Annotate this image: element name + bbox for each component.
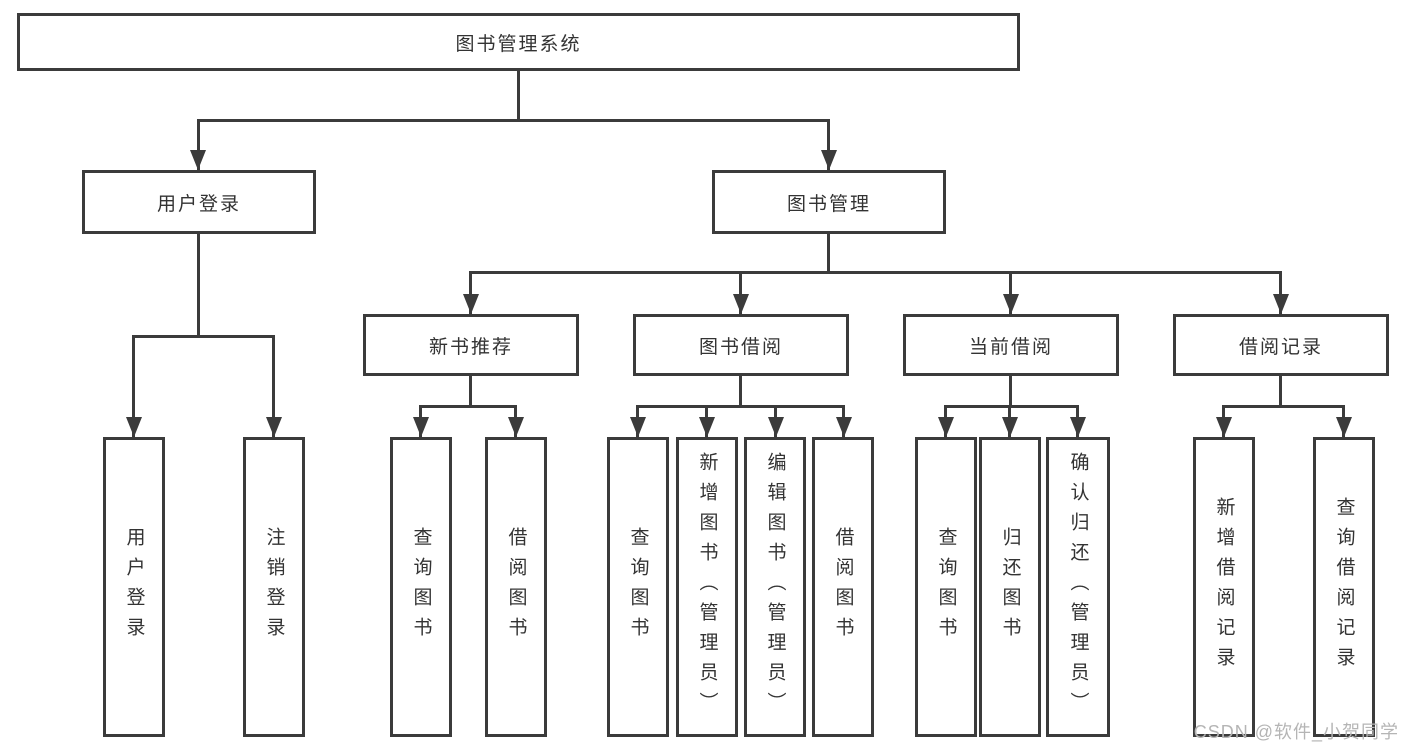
leaf-return-books: 归还图书 [979, 437, 1041, 737]
node-label: 借阅记录 [1238, 336, 1323, 358]
arrow-down-icon [190, 150, 206, 170]
connector-line [739, 376, 742, 407]
node-label: 当前借阅 [968, 336, 1053, 358]
leaf-label: 查询图书 [935, 527, 957, 647]
connector-line [517, 71, 520, 119]
node-label: 图书管理系统 [455, 33, 582, 55]
leaf-label: 编辑图书（管理员） [764, 452, 786, 722]
arrow-down-icon [266, 417, 282, 437]
watermark: CSDN @软件_小贺同学 [1193, 722, 1399, 742]
node-label: 新书推荐 [428, 336, 513, 358]
arrow-down-icon [463, 294, 479, 314]
leaf-label: 归还图书 [999, 527, 1021, 647]
leaf-label: 确认归还（管理员） [1067, 452, 1089, 722]
leaf-add-books-admin: 新增图书（管理员） [676, 437, 738, 737]
arrow-down-icon [1216, 417, 1232, 437]
arrow-down-icon [630, 417, 646, 437]
node-library-management-system: 图书管理系统 [17, 13, 1020, 71]
connector-line [739, 271, 742, 314]
connector-line [197, 119, 830, 122]
arrow-down-icon [1070, 417, 1086, 437]
connector-line [1009, 271, 1012, 314]
connector-line [272, 335, 275, 437]
node-new-book-recommend: 新书推荐 [363, 314, 579, 376]
leaf-user-login: 用户登录 [103, 437, 165, 737]
node-book-borrowing: 图书借阅 [633, 314, 849, 376]
leaf-label: 借阅图书 [832, 527, 854, 647]
leaf-query-books-3: 查询图书 [915, 437, 977, 737]
leaf-label: 查询借阅记录 [1333, 497, 1355, 677]
connector-line [827, 234, 830, 274]
arrow-down-icon [413, 417, 429, 437]
connector-line [1279, 271, 1282, 314]
leaf-label: 注销登录 [263, 527, 285, 647]
arrow-down-icon [508, 417, 524, 437]
leaf-query-borrow-record: 查询借阅记录 [1313, 437, 1375, 737]
node-label: 图书管理 [786, 193, 871, 215]
node-user-login: 用户登录 [82, 170, 316, 234]
leaf-label: 新增借阅记录 [1213, 497, 1235, 677]
connector-line [1279, 376, 1282, 407]
arrow-down-icon [126, 417, 142, 437]
connector-line [469, 271, 1282, 274]
leaf-edit-books-admin: 编辑图书（管理员） [744, 437, 806, 737]
arrow-down-icon [938, 417, 954, 437]
node-current-borrowing: 当前借阅 [903, 314, 1119, 376]
arrow-down-icon [821, 150, 837, 170]
node-book-management: 图书管理 [712, 170, 946, 234]
leaf-logout-login: 注销登录 [243, 437, 305, 737]
arrow-down-icon [733, 294, 749, 314]
node-label: 图书借阅 [698, 336, 783, 358]
leaf-label: 查询图书 [410, 527, 432, 647]
leaf-confirm-return-admin: 确认归还（管理员） [1046, 437, 1110, 737]
arrow-down-icon [836, 417, 852, 437]
node-label: 用户登录 [156, 193, 241, 215]
connector-line [469, 271, 472, 314]
leaf-label: 查询图书 [627, 527, 649, 647]
connector-line [419, 405, 517, 408]
connector-line [1222, 405, 1345, 408]
connector-line [132, 335, 275, 338]
leaf-query-books-2: 查询图书 [607, 437, 669, 737]
connector-line [636, 405, 845, 408]
arrow-down-icon [1002, 417, 1018, 437]
leaf-borrow-books-2: 借阅图书 [812, 437, 874, 737]
leaf-label: 新增图书（管理员） [696, 452, 718, 722]
connector-line [469, 376, 472, 407]
arrow-down-icon [699, 417, 715, 437]
arrow-down-icon [1273, 294, 1289, 314]
connector-line [827, 119, 830, 170]
connector-line [944, 405, 1079, 408]
leaf-query-books: 查询图书 [390, 437, 452, 737]
arrow-down-icon [1336, 417, 1352, 437]
leaf-add-borrow-record: 新增借阅记录 [1193, 437, 1255, 737]
connector-line [197, 119, 200, 170]
node-borrowing-records: 借阅记录 [1173, 314, 1389, 376]
leaf-label: 用户登录 [123, 527, 145, 647]
leaf-borrow-books: 借阅图书 [485, 437, 547, 737]
arrow-down-icon [768, 417, 784, 437]
connector-line [197, 234, 200, 337]
leaf-label: 借阅图书 [505, 527, 527, 647]
connector-line [132, 335, 135, 437]
connector-line [1009, 376, 1012, 407]
arrow-down-icon [1003, 294, 1019, 314]
